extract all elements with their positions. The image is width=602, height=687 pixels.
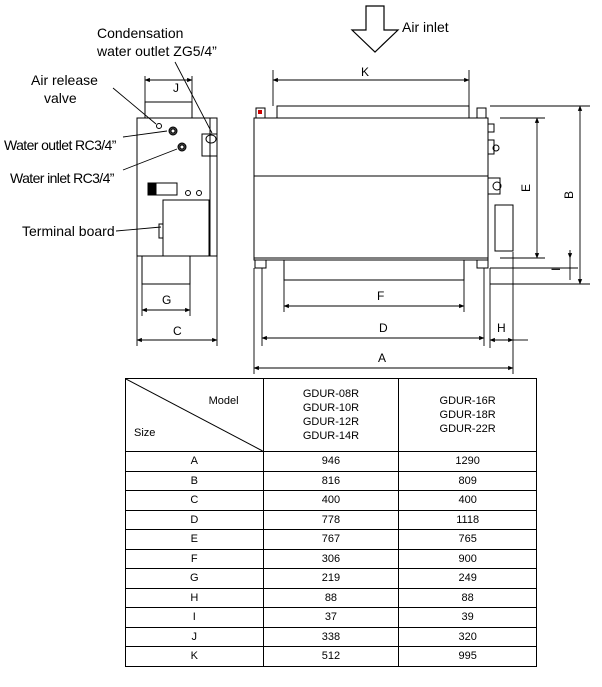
air-inlet-label: Air inlet bbox=[402, 19, 449, 35]
group2-model: GDUR-18R bbox=[439, 409, 496, 421]
size-cell: I bbox=[125, 607, 264, 628]
front-dims bbox=[253, 70, 590, 374]
size-cell: H bbox=[125, 587, 264, 608]
group1-value-cell: 767 bbox=[262, 529, 400, 550]
group2-models: GDUR-16R GDUR-18R GDUR-22R bbox=[398, 378, 537, 452]
size-cell: D bbox=[125, 509, 264, 530]
group1-model: GDUR-14R bbox=[302, 430, 360, 442]
air-release-label-line2: valve bbox=[44, 90, 77, 106]
group2-value-cell: 995 bbox=[398, 646, 537, 667]
group1-value-cell: 306 bbox=[262, 548, 400, 569]
group2-model: GDUR-16R bbox=[439, 395, 496, 407]
dim-letter-i: I bbox=[549, 268, 563, 271]
group1-value-cell: 219 bbox=[262, 568, 400, 589]
group2-value-cell: 1118 bbox=[398, 509, 537, 530]
header-size-label: Size bbox=[134, 427, 156, 439]
air-release-label-line1: Air release bbox=[31, 72, 98, 88]
size-cell: G bbox=[125, 568, 264, 589]
dim-letter-a: A bbox=[378, 351, 386, 365]
group1-value-cell: 338 bbox=[262, 626, 400, 647]
dim-letter-b: B bbox=[562, 191, 576, 199]
terminal-board bbox=[162, 199, 210, 257]
water-outlet-label: Water outlet RC3/4” bbox=[4, 137, 117, 153]
group2-value-cell: 1290 bbox=[398, 451, 537, 472]
size-cell: B bbox=[125, 470, 264, 491]
table-header-corner: Model Size bbox=[125, 378, 264, 452]
group2-value-cell: 320 bbox=[398, 626, 537, 647]
group1-value-cell: 512 bbox=[262, 646, 400, 667]
group1-value-cell: 88 bbox=[262, 587, 400, 608]
terminal-board-label: Terminal board bbox=[22, 223, 115, 239]
dim-letter-d: D bbox=[379, 321, 388, 335]
group2-value-cell: 809 bbox=[398, 470, 537, 491]
water-inlet-label: Water inlet RC3/4” bbox=[10, 170, 115, 186]
dim-letter-f: F bbox=[377, 289, 384, 303]
group1-value-cell: 778 bbox=[262, 509, 400, 530]
header-diagonal bbox=[126, 379, 263, 451]
group1-model: GDUR-10R bbox=[302, 402, 360, 414]
group1-value-cell: 37 bbox=[262, 607, 400, 628]
group2-value-cell: 400 bbox=[398, 490, 537, 511]
dim-letter-g: G bbox=[162, 293, 171, 307]
group2-value-cell: 900 bbox=[398, 548, 537, 569]
red-marker-icon bbox=[258, 110, 262, 114]
side-view bbox=[136, 101, 218, 285]
group1-models: GDUR-08R GDUR-10R GDUR-12R GDUR-14R bbox=[262, 378, 400, 452]
size-cell: C bbox=[125, 490, 264, 511]
header-model-label: Model bbox=[208, 395, 239, 407]
dim-letter-j: J bbox=[173, 81, 179, 95]
unit-drawing: Condensation water outlet ZG5/4” Air inl… bbox=[4, 5, 590, 374]
dim-letter-h: H bbox=[497, 321, 506, 335]
dimension-table: Model Size GDUR-08R GDUR-10R GDUR-12R GD… bbox=[125, 378, 537, 667]
group2-model: GDUR-22R bbox=[439, 423, 496, 435]
group2-value-cell: 39 bbox=[398, 607, 537, 628]
size-cell: E bbox=[125, 529, 264, 550]
dim-letter-c: C bbox=[173, 324, 182, 338]
air-inlet-arrow-icon bbox=[350, 5, 400, 53]
size-cell: A bbox=[125, 451, 264, 472]
group1-value-cell: 946 bbox=[262, 451, 400, 472]
size-cell: K bbox=[125, 646, 264, 667]
size-cell: J bbox=[125, 626, 264, 647]
dim-letter-k: K bbox=[361, 65, 369, 79]
front-view bbox=[253, 105, 514, 281]
group2-value-cell: 249 bbox=[398, 568, 537, 589]
size-cell: F bbox=[125, 548, 264, 569]
group1-model: GDUR-08R bbox=[302, 388, 360, 400]
condensation-label-line1: Condensation bbox=[97, 25, 183, 41]
group2-value-cell: 88 bbox=[398, 587, 537, 608]
group1-model: GDUR-12R bbox=[302, 416, 360, 428]
dim-letter-e: E bbox=[519, 184, 533, 192]
condensation-label-line2: water outlet ZG5/4” bbox=[96, 43, 217, 59]
group1-value-cell: 816 bbox=[262, 470, 400, 491]
side-dims bbox=[136, 76, 218, 346]
side-leaders bbox=[112, 61, 213, 232]
air-release-valve-dot bbox=[156, 123, 162, 129]
group2-value-cell: 765 bbox=[398, 529, 537, 550]
group1-value-cell: 400 bbox=[262, 490, 400, 511]
